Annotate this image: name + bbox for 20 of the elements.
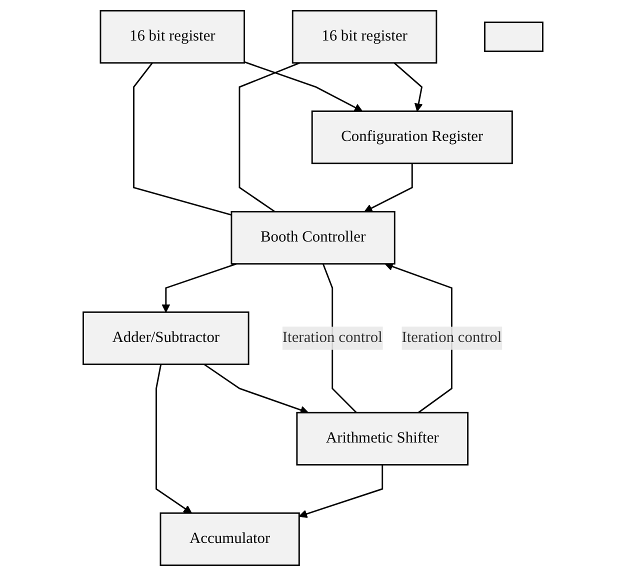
arrow <box>364 163 413 212</box>
node-box: Booth Controller <box>230 210 396 265</box>
node-box: 16 bit register <box>292 10 438 64</box>
edge-label: Iteration control <box>282 330 382 346</box>
node-box: Arithmetic Shifter <box>296 412 469 466</box>
connector <box>238 62 300 212</box>
arrow <box>384 262 452 414</box>
connector <box>133 62 232 216</box>
edge-label: Iteration control <box>402 330 502 346</box>
arrow <box>156 364 192 514</box>
arrow <box>394 62 423 112</box>
arrow <box>162 263 237 313</box>
node-box <box>484 22 544 52</box>
node-box: Configuration Register <box>311 110 513 164</box>
node-box: 16 bit register <box>100 10 246 64</box>
node-box: Accumulator <box>160 512 300 566</box>
arrow <box>244 61 363 112</box>
arrow <box>298 464 384 518</box>
node-box: Adder/Subtractor <box>82 311 250 366</box>
arrow <box>204 364 309 414</box>
